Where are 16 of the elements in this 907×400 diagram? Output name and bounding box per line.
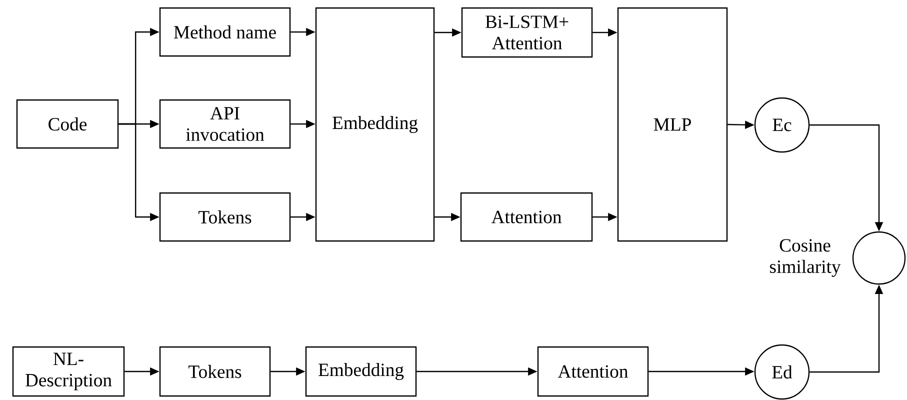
process-box: Embedding (315, 7, 435, 242)
process-box: Attention (537, 346, 649, 397)
node-caption: Cosine similarity (770, 239, 841, 277)
process-box: API invocation (159, 99, 291, 149)
process-box: MLP (617, 7, 728, 242)
process-box: Attention (460, 192, 593, 242)
process-box: Bi-LSTM+ Attention (461, 7, 593, 58)
process-box: Embedding (305, 346, 417, 397)
circle-node (852, 231, 906, 285)
process-box: NL-Description (12, 346, 125, 397)
process-box: Method name (159, 7, 291, 57)
process-box: Code (16, 99, 119, 149)
circle-node: Ed (754, 344, 810, 400)
process-box: Tokens (159, 192, 291, 242)
process-box: Tokens (159, 346, 271, 397)
circle-node: Ec (754, 97, 810, 153)
